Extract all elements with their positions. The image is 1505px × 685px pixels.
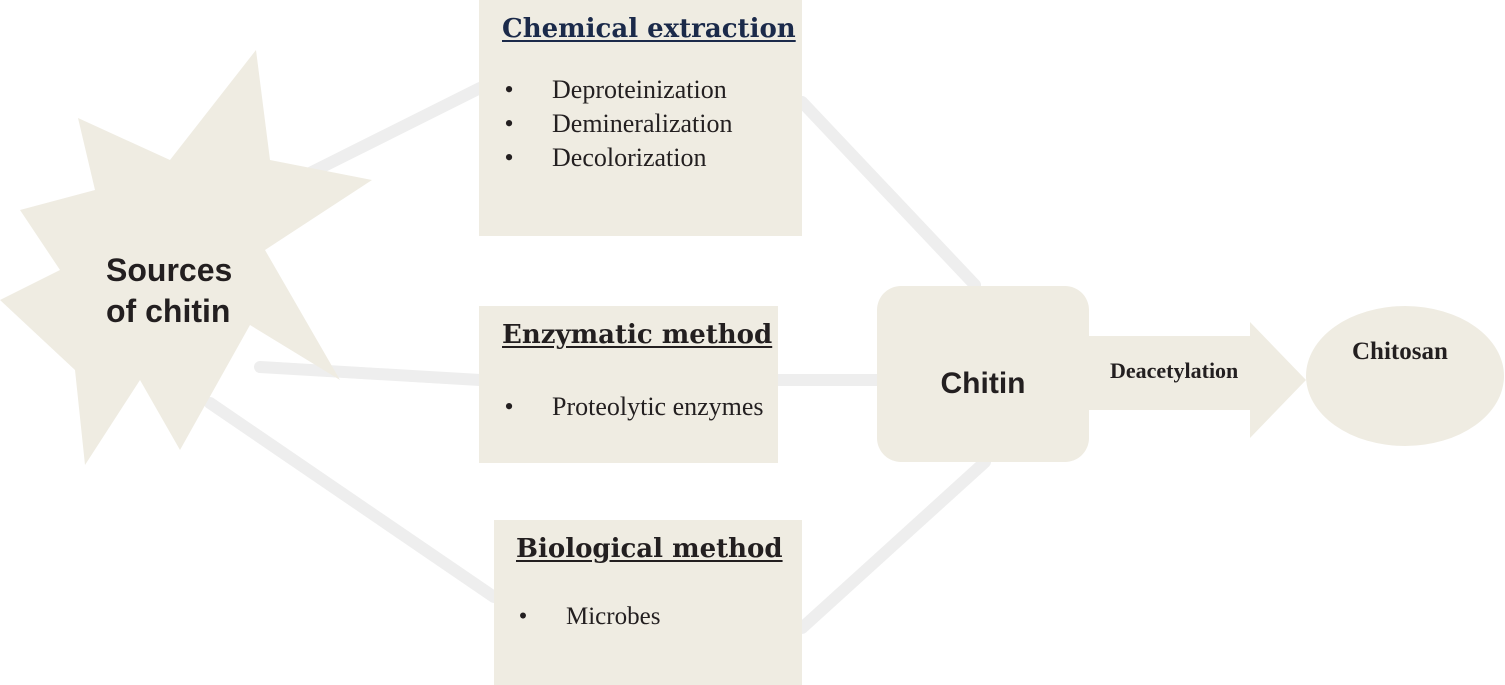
bullet-icon: • xyxy=(504,392,514,421)
connector-source-to-enzymatic xyxy=(254,361,486,386)
chitosan-label: Chitosan xyxy=(1352,338,1448,365)
biological-method-title: Biological method xyxy=(516,534,783,564)
connector-source-to-chemical xyxy=(294,82,486,184)
bullet-icon: • xyxy=(504,109,514,138)
enzymatic-method-title: Enzymatic method xyxy=(502,320,773,350)
list-item: • Deproteinization xyxy=(502,73,732,107)
deacetylation-arrow-shape xyxy=(1089,322,1306,438)
list-item-text: Microbes xyxy=(566,603,661,630)
sources-label-line2: of chitin xyxy=(106,293,231,329)
bullet-icon: • xyxy=(518,603,528,630)
connector-source-to-biological xyxy=(204,397,500,603)
bullet-icon: • xyxy=(504,143,514,172)
list-item: • Microbes xyxy=(516,600,661,634)
enzymatic-method-list: • Proteolytic enzymes xyxy=(502,388,772,425)
sources-label-line1: Sources xyxy=(106,252,233,288)
chemical-extraction-title: Chemical extraction xyxy=(502,14,796,44)
biological-method-box: Biological method • Microbes xyxy=(494,520,802,685)
bullet-icon: • xyxy=(504,75,514,104)
sources-of-chitin-label: Sources of chitin xyxy=(106,250,232,332)
connector-biological-to-chitin xyxy=(796,456,991,634)
chitin-label: Chitin xyxy=(940,367,1026,400)
connector-chemical-to-chitin xyxy=(796,96,981,291)
chitosan-ellipse-shape xyxy=(1306,306,1504,446)
list-item: • Demineralization xyxy=(502,107,732,141)
list-item-text: Proteolytic enzymes xyxy=(552,392,764,421)
chitin-node: Chitin xyxy=(877,286,1089,462)
biological-method-list: • Microbes xyxy=(516,600,661,634)
sources-star-shape xyxy=(0,50,372,465)
deacetylation-label: Deacetylation xyxy=(1110,358,1239,383)
list-item: • Proteolytic enzymes xyxy=(502,388,772,425)
enzymatic-method-box: Enzymatic method • Proteolytic enzymes xyxy=(479,306,778,463)
list-item: • Decolorization xyxy=(502,141,732,175)
list-item-text: Demineralization xyxy=(552,109,733,138)
list-item-text: Deproteinization xyxy=(552,75,727,104)
chemical-extraction-box: Chemical extraction • Deproteinization • D… xyxy=(479,0,802,236)
chemical-extraction-list: • Deproteinization • Demineralization • Dec… xyxy=(502,73,732,175)
list-item-text: Decolorization xyxy=(552,143,707,172)
